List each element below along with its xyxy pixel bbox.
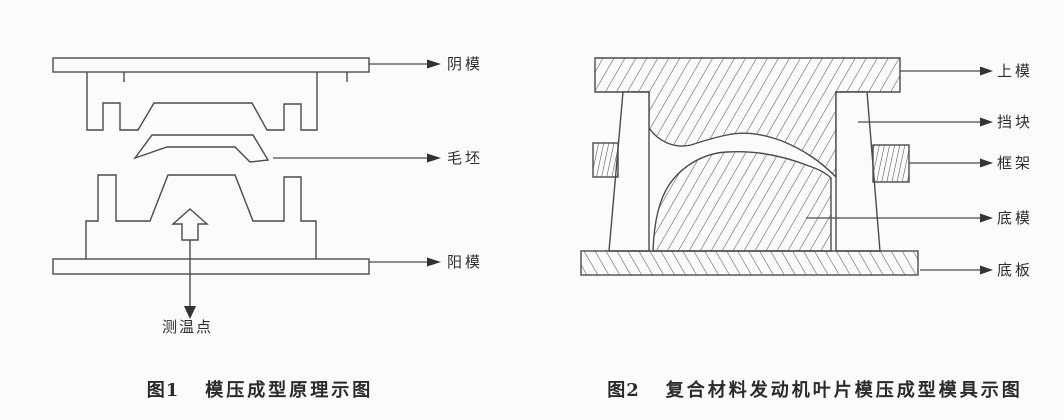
label-bottom-mold: 底模	[997, 209, 1034, 227]
male-mold-plate	[52, 258, 370, 275]
upper-mold-section	[594, 57, 901, 179]
base-plate-section	[580, 250, 919, 276]
label-base-plate: 底板	[997, 261, 1034, 279]
arrowhead-base-plate	[980, 265, 993, 275]
figure2-caption-title: 复合材料发动机叶片模压成型模具示图	[665, 380, 1023, 401]
figure1-caption-number: 图1	[146, 380, 180, 401]
label-male-mold: 阳模	[447, 253, 484, 271]
figure2-caption-number: 图2	[607, 380, 640, 401]
blank-sheet	[133, 134, 270, 163]
press-direction-arrow	[171, 208, 209, 241]
figure1-drawing	[52, 57, 441, 319]
female-mold-body	[86, 72, 318, 131]
temp-point-arrowhead	[184, 306, 196, 319]
figure1-caption: 图1 模压成型原理示图	[120, 376, 400, 402]
arrowhead-bottom-mold	[980, 213, 993, 223]
arrowhead-frame	[980, 158, 993, 168]
bottom-mold-section	[652, 150, 832, 252]
label-upper-mold: 上模	[997, 62, 1034, 80]
figure2-caption: 图2 复合材料发动机叶片模压成型模具示图	[580, 376, 1050, 402]
label-stop-block: 挡块	[997, 113, 1034, 131]
male-mold-body	[85, 174, 317, 259]
female-mold-plate-step-ticks	[123, 72, 348, 82]
label-temp-point: 测温点	[162, 318, 214, 336]
female-mold-plate	[52, 57, 370, 73]
arrowhead-upper-mold	[980, 66, 993, 76]
label-blank: 毛坯	[447, 149, 484, 167]
label-female-mold: 阴模	[447, 55, 484, 73]
label-frame: 框架	[997, 154, 1034, 172]
right-frame-block	[872, 144, 910, 183]
left-frame-block	[592, 142, 619, 178]
arrowhead-male-mold	[427, 257, 441, 267]
figure2-drawing	[580, 57, 993, 276]
arrowhead-stop-block	[980, 117, 993, 127]
arrowhead-blank	[427, 153, 441, 163]
figure1-caption-title: 模压成型原理示图	[205, 380, 374, 401]
arrowhead-female-mold	[427, 59, 441, 69]
